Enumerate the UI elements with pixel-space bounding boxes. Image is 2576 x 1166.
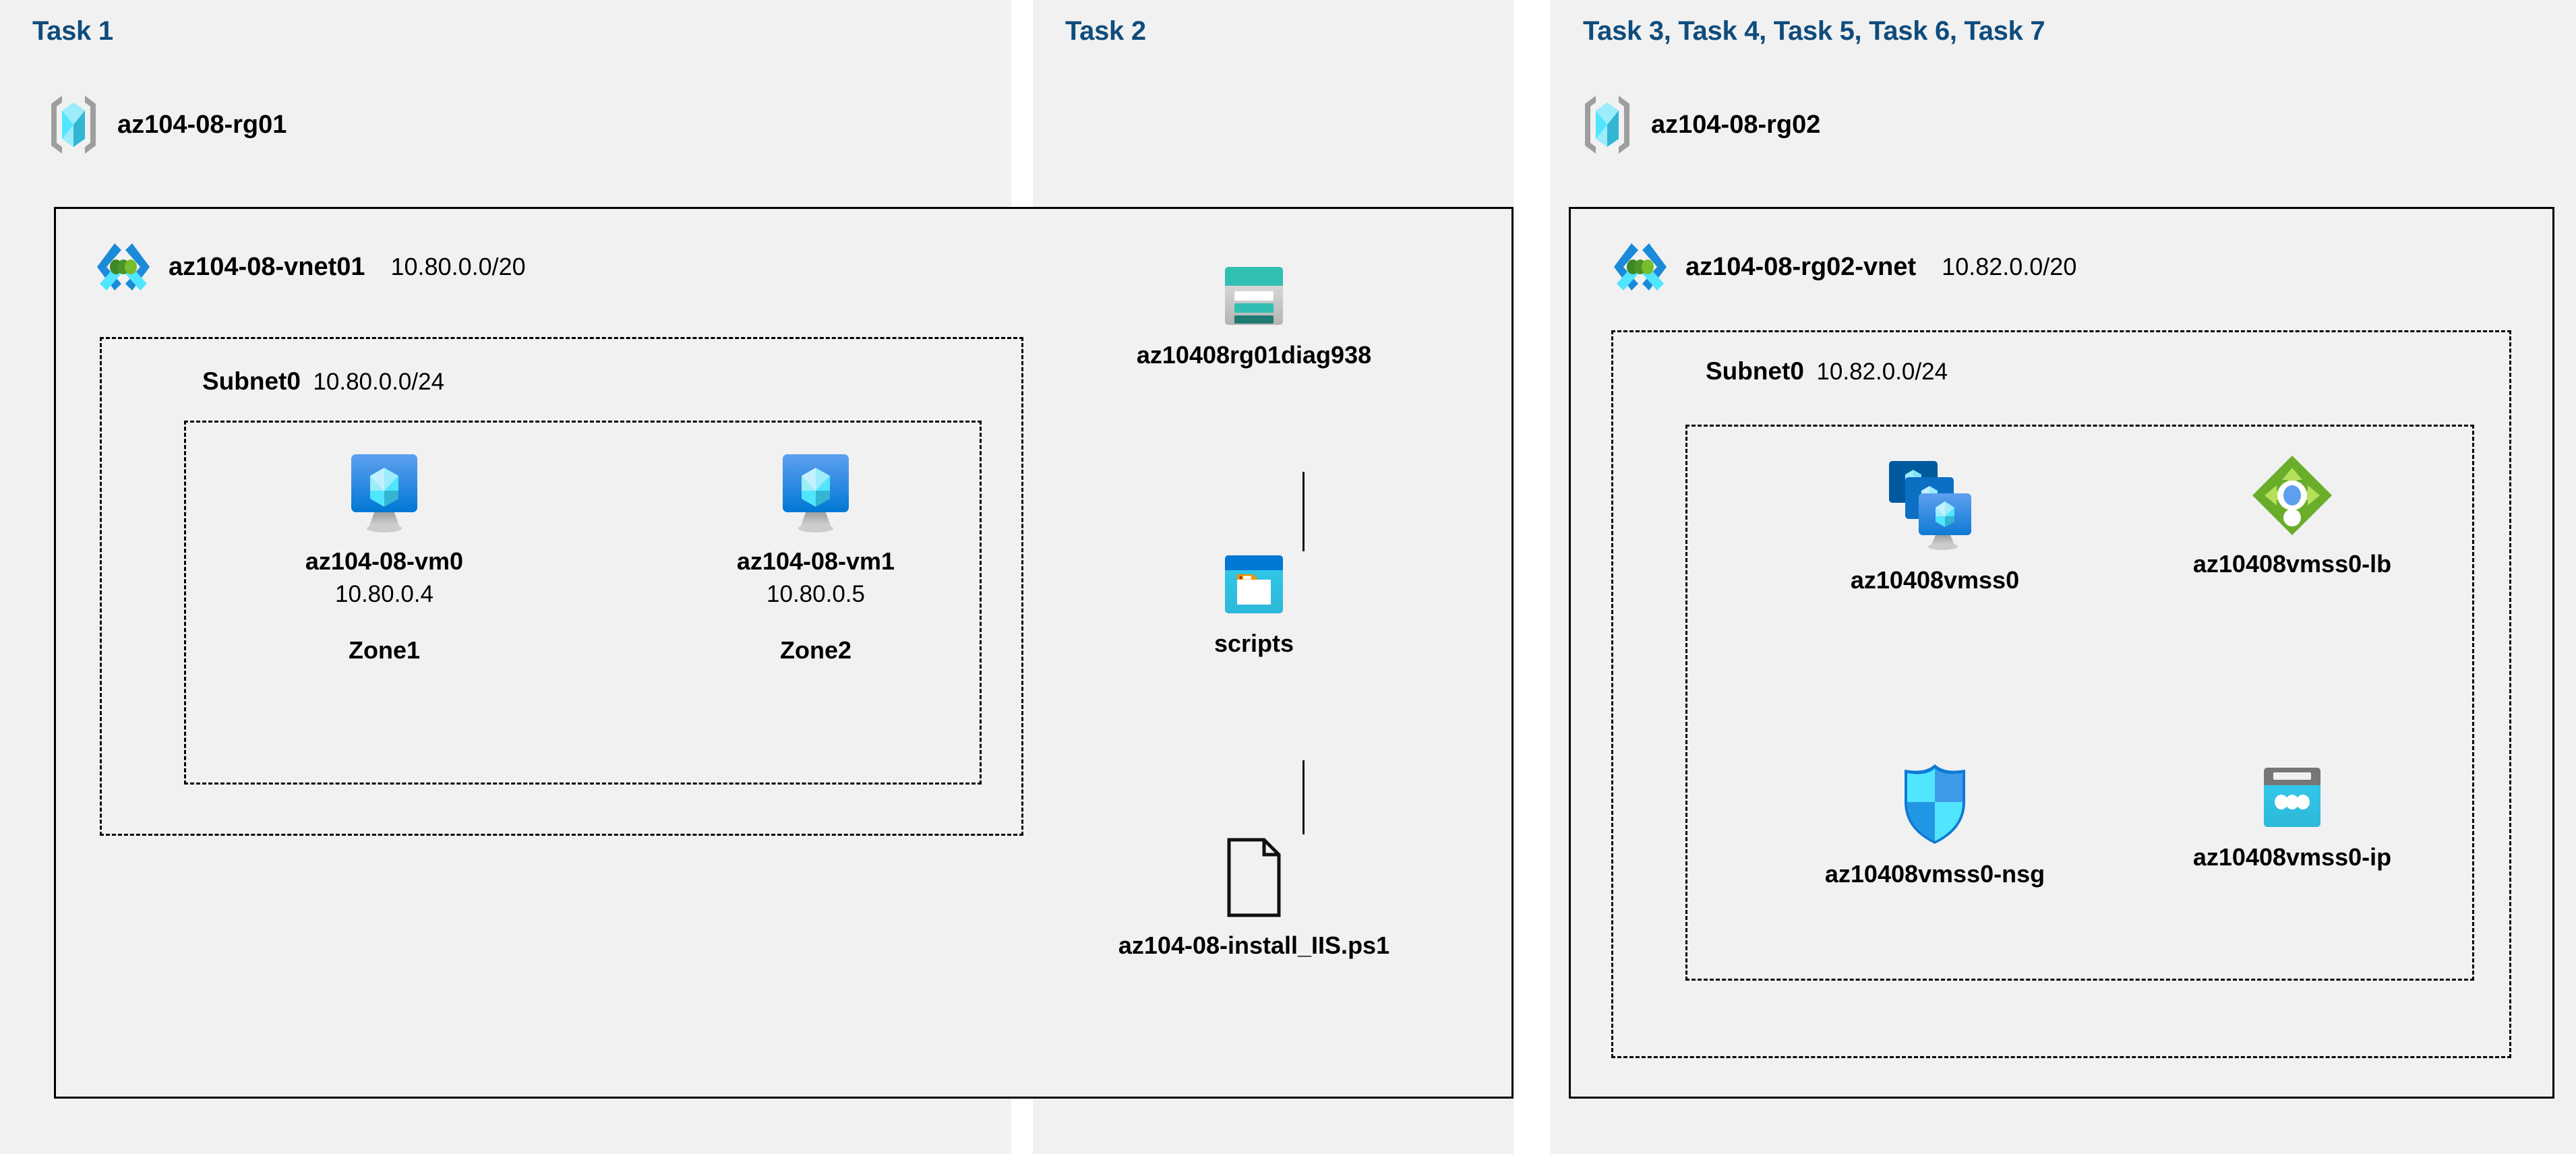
load-balancer-icon bbox=[2250, 453, 2335, 538]
node-storage-account[interactable]: az10408rg01diag938 bbox=[1136, 263, 1372, 369]
network-security-group-name: az10408vmss0-nsg bbox=[1824, 860, 2045, 888]
virtual-network-icon bbox=[94, 239, 152, 295]
vm-scale-set-icon bbox=[1884, 458, 1986, 554]
subnet0-boundary-left bbox=[100, 337, 1023, 836]
column-gap-bottom bbox=[1011, 1099, 1033, 1166]
resource-group-icon bbox=[47, 93, 100, 156]
vm-zone: Zone2 bbox=[779, 636, 851, 664]
vnet-name: az104-08-rg02-vnet bbox=[1685, 252, 1917, 281]
node-vm0[interactable]: az104-08-vm0 10.80.0.4 Zone1 bbox=[283, 452, 485, 665]
subnet-cidr: 10.80.0.0/24 bbox=[313, 369, 445, 395]
blob-container-icon bbox=[1221, 551, 1287, 617]
vnet-row-vnet02: az104-08-rg02-vnet 10.82.0.0/20 bbox=[1611, 239, 2076, 295]
vm-ip: 10.80.0.5 bbox=[767, 581, 865, 607]
vmss-resource-boundary bbox=[1685, 425, 2474, 981]
connector-storage-to-container bbox=[1302, 472, 1305, 551]
network-security-group-icon bbox=[1898, 760, 1972, 848]
vnet-cidr: 10.82.0.0/20 bbox=[1942, 253, 2077, 280]
public-ip-address-icon bbox=[2257, 765, 2327, 831]
vm-name: az104-08-vm0 bbox=[305, 547, 464, 575]
storage-account-name: az10408rg01diag938 bbox=[1136, 341, 1372, 369]
load-balancer-name: az10408vmss0-lb bbox=[2192, 550, 2392, 578]
resource-group-row-rg01: az104-08-rg01 bbox=[47, 93, 287, 156]
blob-container-name: scripts bbox=[1214, 630, 1294, 657]
vnet02-boundary bbox=[1569, 207, 2554, 1099]
subnet-label-left: Subnet0 10.80.0.0/24 bbox=[202, 367, 444, 396]
node-load-balancer[interactable]: az10408vmss0-lb bbox=[2151, 453, 2434, 578]
vm-zone: Zone1 bbox=[348, 636, 420, 664]
vm-scale-set-name: az10408vmss0 bbox=[1850, 566, 2020, 594]
vnet01-boundary bbox=[54, 207, 1514, 1099]
resource-group-row-rg02: az104-08-rg02 bbox=[1581, 93, 1820, 156]
node-network-security-group[interactable]: az10408vmss0-nsg bbox=[1800, 760, 2070, 888]
virtual-machine-icon bbox=[345, 452, 424, 535]
task3-7-header: Task 3, Task 4, Task 5, Task 6, Task 7 bbox=[1583, 16, 2045, 46]
node-vm1[interactable]: az104-08-vm1 10.80.0.5 Zone2 bbox=[715, 452, 917, 665]
column-gap-top bbox=[1011, 0, 1033, 207]
file-icon bbox=[1220, 836, 1288, 919]
subnet-label-right: Subnet0 10.82.0.0/24 bbox=[1706, 357, 1948, 386]
vnet-cidr: 10.80.0.0/20 bbox=[390, 253, 526, 280]
resource-group-label: az104-08-rg02 bbox=[1651, 110, 1821, 139]
vnet-row-vnet01: az104-08-vnet01 10.80.0.0/20 bbox=[94, 239, 526, 295]
virtual-machine-icon bbox=[776, 452, 856, 535]
vm-ip: 10.80.0.4 bbox=[335, 581, 433, 607]
subnet-cidr: 10.82.0.0/24 bbox=[1816, 359, 1948, 385]
task2-header: Task 2 bbox=[1065, 16, 1146, 46]
connector-container-to-file bbox=[1302, 760, 1305, 834]
resource-group-label: az104-08-rg01 bbox=[117, 110, 287, 139]
vnet-name: az104-08-vnet01 bbox=[169, 252, 365, 281]
subnet-name: Subnet0 bbox=[1706, 357, 1804, 385]
node-vm-scale-set[interactable]: az10408vmss0 bbox=[1800, 458, 2070, 594]
script-file-name: az104-08-install_IIS.ps1 bbox=[1118, 931, 1390, 959]
availability-zone-boundary bbox=[184, 421, 982, 785]
vm-name: az104-08-vm1 bbox=[736, 547, 895, 575]
subnet-name: Subnet0 bbox=[202, 367, 301, 395]
node-script-file[interactable]: az104-08-install_IIS.ps1 bbox=[1118, 836, 1389, 960]
public-ip-address-name: az10408vmss0-ip bbox=[2192, 843, 2392, 871]
node-public-ip-address[interactable]: az10408vmss0-ip bbox=[2151, 765, 2434, 871]
node-blob-container[interactable]: scripts bbox=[1139, 551, 1369, 658]
resource-group-icon bbox=[1581, 93, 1634, 156]
virtual-network-icon bbox=[1611, 239, 1669, 295]
subnet0-boundary-right bbox=[1611, 330, 2511, 1058]
task1-header: Task 1 bbox=[32, 16, 113, 46]
storage-account-icon bbox=[1221, 263, 1287, 329]
